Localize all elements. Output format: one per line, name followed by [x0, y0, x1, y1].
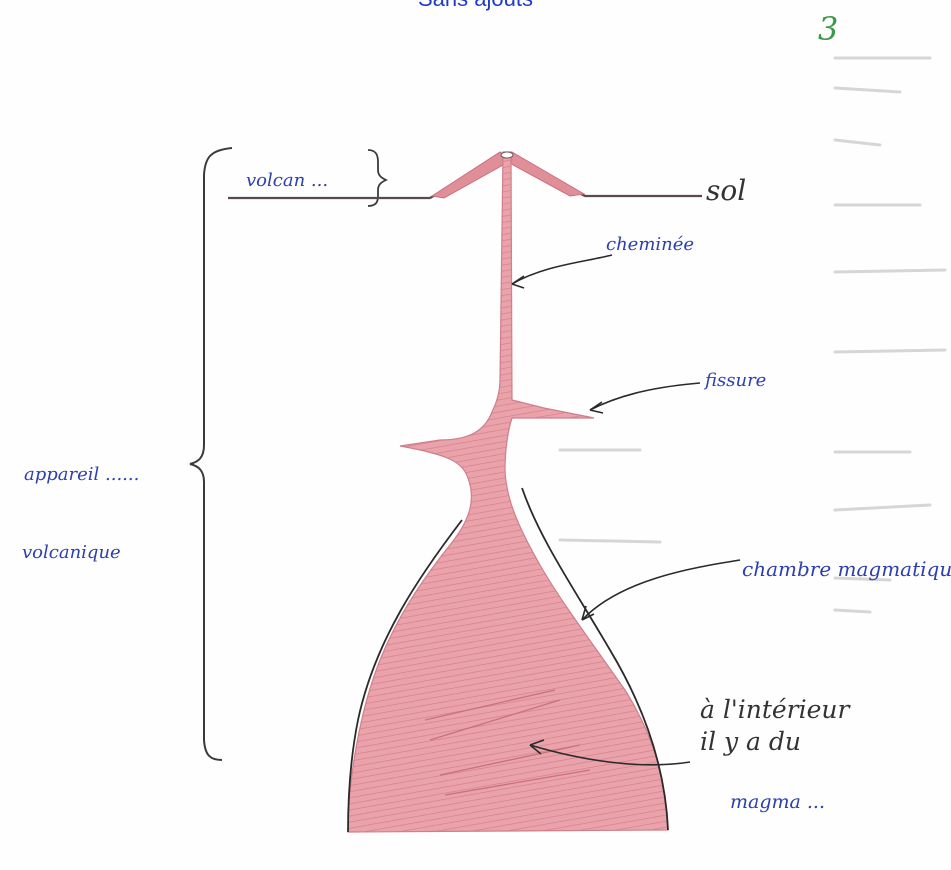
page-number-mark: 3 — [818, 10, 838, 48]
arrow-chambre — [582, 560, 740, 620]
arrow-fissure — [590, 383, 700, 410]
faded-background-writing — [560, 58, 945, 612]
arrow-cheminee — [512, 255, 612, 284]
label-cheminee: cheminée — [606, 234, 694, 255]
label-fissure: fissure — [703, 370, 766, 391]
label-chambre-magmatique: chambre magmatique — [742, 557, 951, 581]
apparatus-bracket — [190, 148, 232, 760]
arrow-cheminee-head — [512, 276, 524, 288]
crater-mark — [501, 152, 513, 158]
page-title: Sans ajouts — [418, 0, 533, 11]
label-volcanique: volcanique — [22, 542, 121, 563]
label-magma: magma ... — [730, 791, 825, 813]
label-interieur-line2: il y a du — [700, 727, 801, 756]
label-appareil: appareil ...... — [24, 464, 139, 485]
label-interieur-line1: à l'intérieur — [700, 695, 852, 724]
label-volcan: volcan ... — [246, 170, 328, 191]
label-sol: sol — [706, 174, 746, 207]
